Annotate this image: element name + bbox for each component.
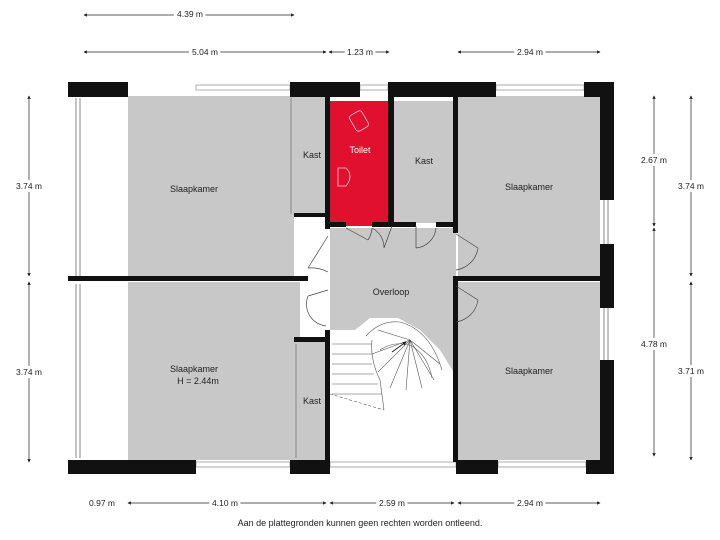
dim-top-left: 5.04 m — [192, 47, 218, 57]
disclaimer-text: Aan de plattegronden kunnen geen rechten… — [237, 518, 483, 528]
room-label-closet-mid: Kast — [415, 156, 434, 166]
bedroom-se-fill — [458, 282, 600, 460]
dim-bottom-2: 4.10 m — [212, 498, 238, 508]
room-label-bedroom-ne: Slaapkamer — [505, 182, 553, 192]
closet-sw-fill — [298, 342, 328, 460]
room-label-toilet: Toilet — [349, 145, 371, 155]
closet-nw-fill — [294, 96, 326, 216]
room-label-bedroom-sw-height: H = 2.44m — [177, 376, 219, 386]
toilet-fill — [330, 101, 388, 226]
walls[interactable] — [68, 82, 614, 474]
room-labels: Slaapkamer Slaapkamer H = 2.44m Slaapkam… — [170, 145, 553, 406]
dim-bottom-1: 0.97 m — [89, 498, 115, 508]
staircase — [329, 321, 443, 411]
stair-direction-arrow — [391, 341, 407, 353]
dim-bottom-3: 2.59 m — [379, 498, 405, 508]
dim-right-outer-upper: 3.74 m — [678, 181, 704, 191]
dimension-lines — [27, 13, 693, 505]
room-label-bedroom-se: Slaapkamer — [505, 366, 553, 376]
bedroom-nw-fill — [128, 96, 294, 278]
dimension-labels: 4.39 m 5.04 m 1.23 m 2.94 m 3.74 m 3.74 … — [13, 6, 707, 511]
dim-top-right: 2.94 m — [517, 47, 543, 57]
room-label-bedroom-nw: Slaapkamer — [170, 184, 218, 194]
toilet-fixtures — [337, 110, 369, 187]
thin-walls — [75, 98, 609, 458]
closet-mid-fill — [394, 101, 454, 223]
dim-top-overall: 4.39 m — [177, 9, 203, 19]
room-fills — [128, 96, 600, 460]
room-label-closet-sw: Kast — [303, 396, 322, 406]
room-label-closet-nw: Kast — [303, 150, 322, 160]
room-label-landing: Overloop — [373, 287, 410, 297]
dim-right-inner-lower: 4.78 m — [641, 339, 667, 349]
doors — [306, 225, 479, 327]
dim-right-outer-lower: 3.71 m — [678, 366, 704, 376]
dim-top-mid: 1.23 m — [347, 47, 373, 57]
dim-bottom-4: 2.94 m — [517, 498, 543, 508]
bedroom-ne-fill — [458, 96, 600, 278]
dim-left-upper: 3.74 m — [16, 181, 42, 191]
landing-fill — [330, 228, 456, 376]
bedroom-sw-fill — [128, 282, 300, 460]
dim-left-lower: 3.74 m — [16, 367, 42, 377]
dim-right-inner-upper: 2.67 m — [641, 155, 667, 165]
room-label-bedroom-sw: Slaapkamer — [170, 364, 218, 374]
